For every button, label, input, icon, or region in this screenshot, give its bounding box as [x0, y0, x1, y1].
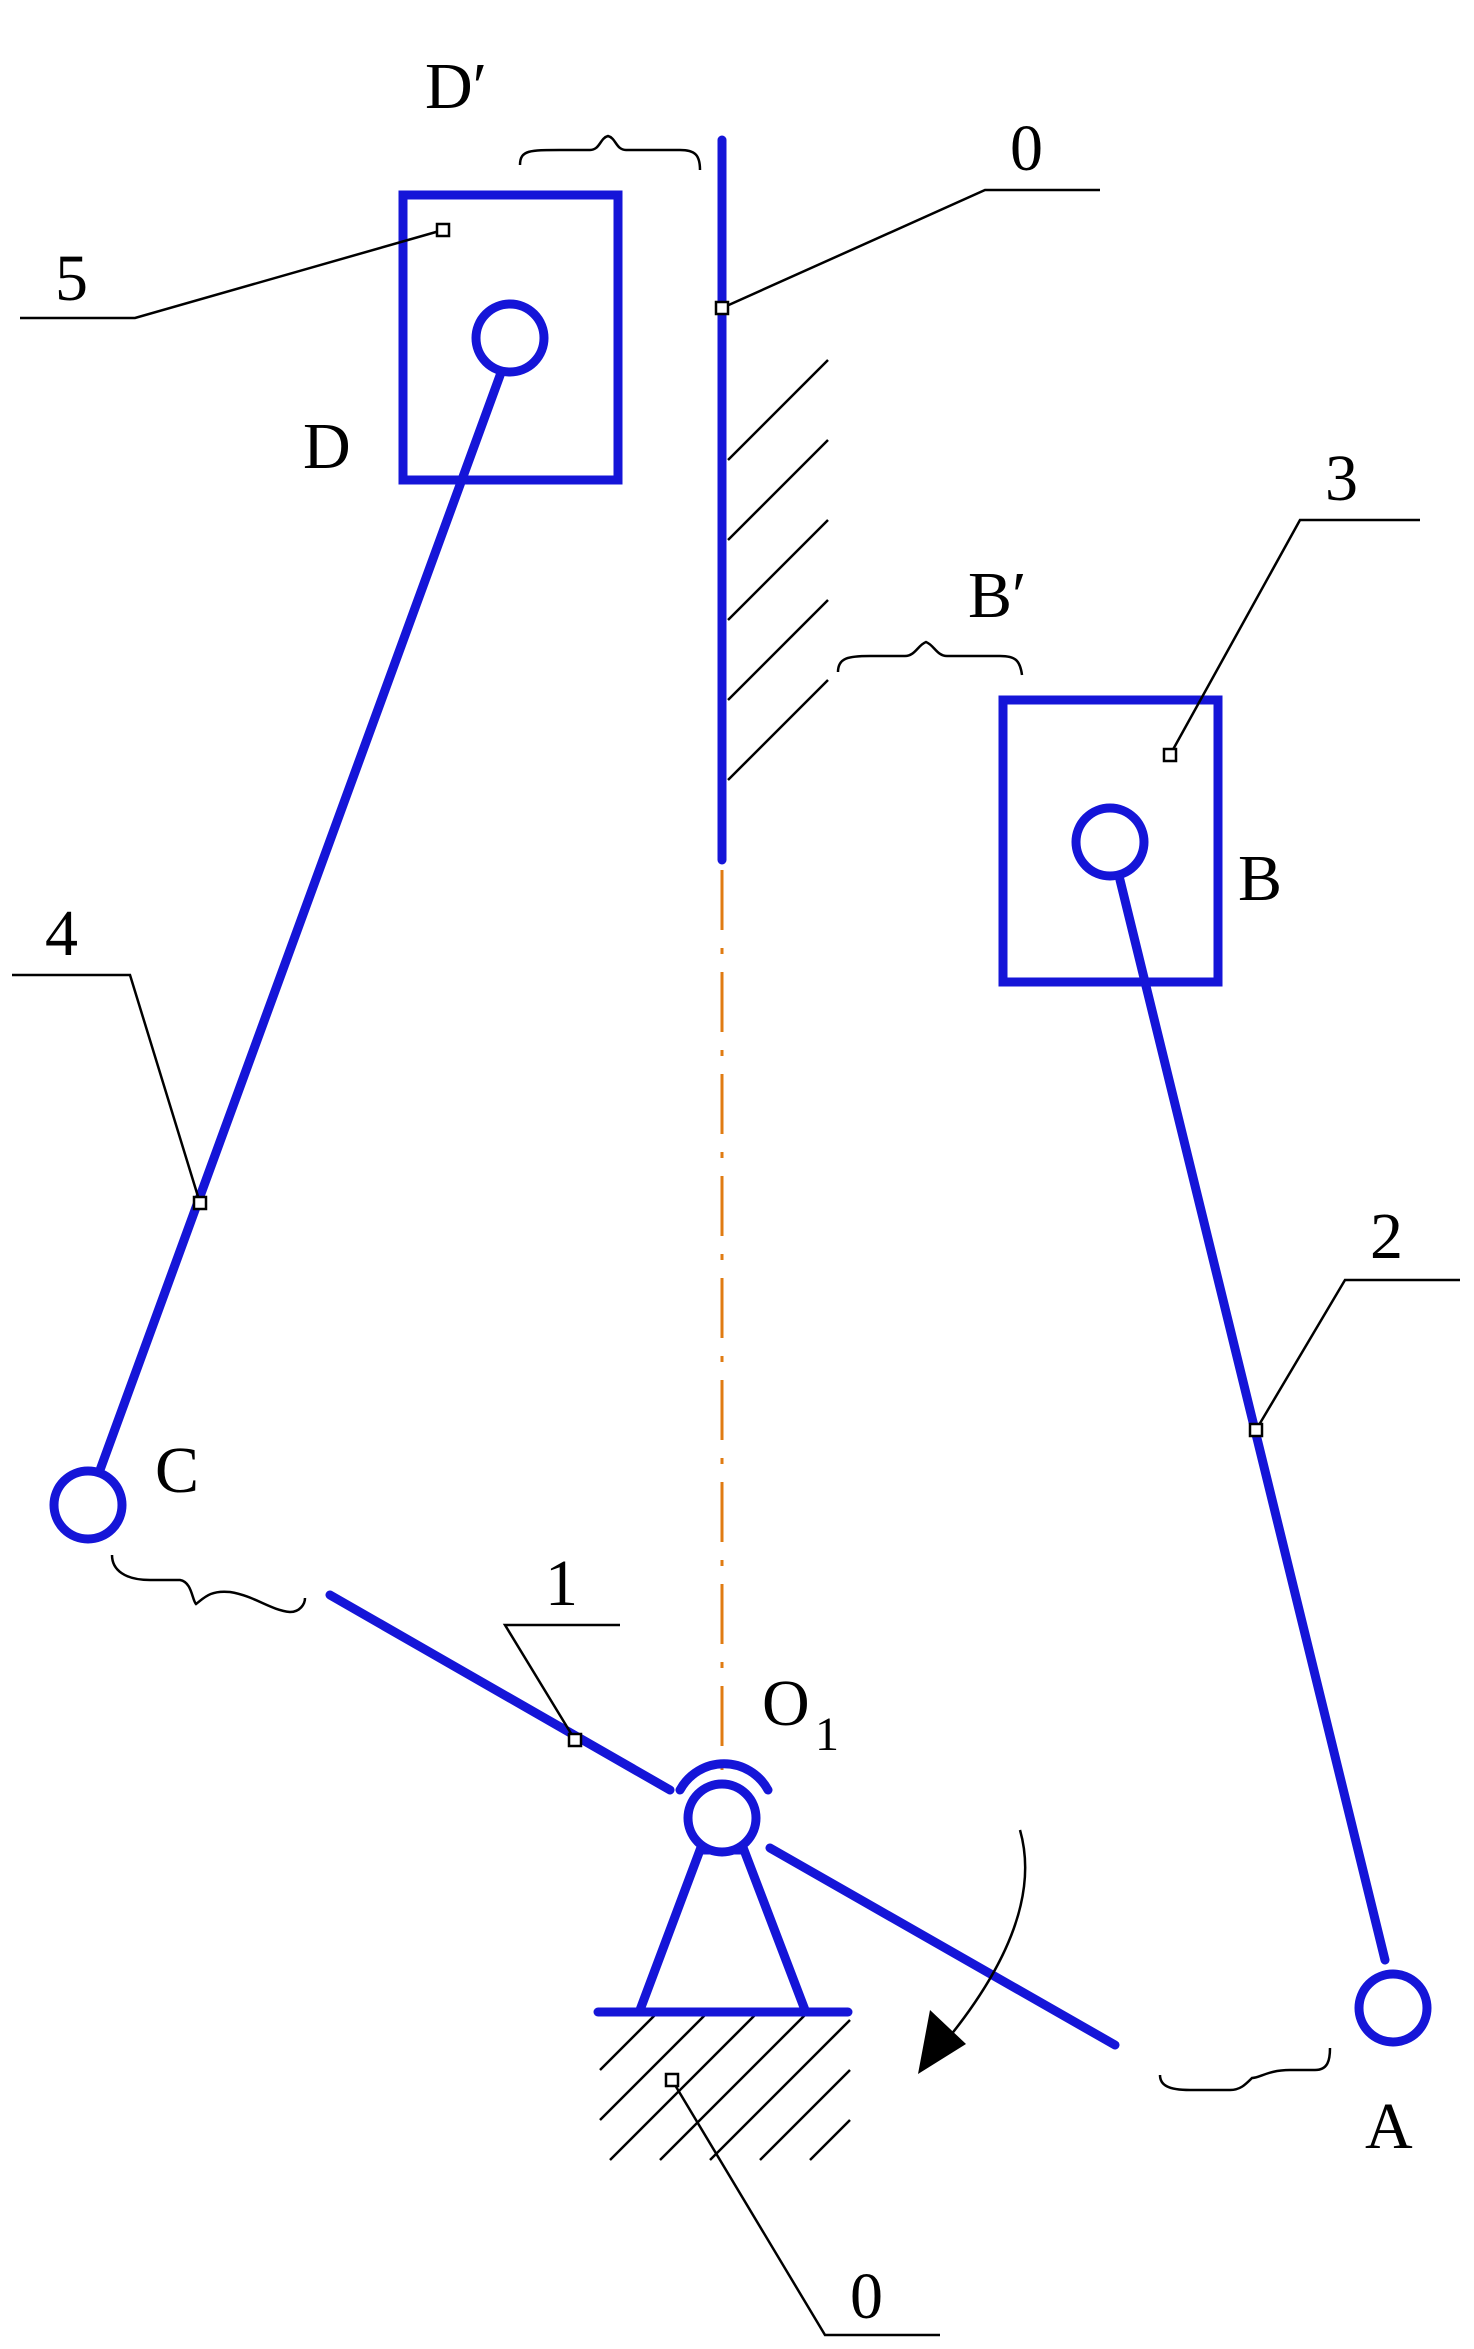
leader-label-frame-bottom: 0 [850, 2260, 883, 2333]
leader-label-slider-3: 3 [1325, 442, 1358, 515]
label-B-prime: B′ [968, 559, 1026, 632]
brace-B-prime [836, 640, 1024, 676]
label-O1-sub: 1 [815, 1708, 839, 1761]
label-O1: O [762, 1667, 810, 1740]
slider-5 [398, 190, 623, 485]
leader-link-4 [12, 973, 202, 1204]
leader-slider-3 [1168, 518, 1420, 756]
label-D-prime: D′ [425, 50, 487, 123]
brace-A [1158, 2047, 1332, 2092]
brace-D-prime [518, 134, 702, 171]
marker-slider-3 [1162, 747, 1178, 763]
marker-link-4 [192, 1195, 208, 1211]
label-A: A [1365, 2090, 1413, 2163]
ground-hatch [599, 2009, 851, 2161]
crank-hub-arc [675, 1759, 773, 1795]
marker-link-2 [1248, 1422, 1264, 1438]
leader-label-link-4: 4 [45, 897, 78, 970]
label-D: D [303, 410, 351, 483]
marker-slider-5 [435, 222, 451, 238]
crank-1-right [765, 1843, 1120, 2050]
crank-1-left [325, 1590, 675, 1795]
link-2 [1115, 875, 1390, 1965]
leader-label-link-2: 2 [1370, 1200, 1403, 1273]
leader-crank-1 [502, 1623, 620, 1741]
marker-frame-top [714, 300, 730, 316]
leader-frame-bottom [670, 2079, 940, 2337]
slider-3 [998, 695, 1223, 987]
joint-A [1354, 1969, 1432, 2047]
marker-crank-1 [567, 1732, 583, 1748]
leader-label-slider-5: 5 [55, 242, 88, 315]
rotation-arrow [929, 1829, 1027, 2061]
marker-frame-bottom [664, 2072, 680, 2088]
rotation-arrowhead [918, 2010, 966, 2074]
frame-guide-hatch [727, 359, 829, 781]
joint-B [1071, 803, 1149, 881]
label-B: B [1238, 842, 1282, 915]
leader-label-frame-top: 0 [1010, 112, 1043, 185]
leader-slider-5 [20, 228, 444, 320]
ground-support [635, 1845, 810, 2015]
joint-O1 [683, 1779, 761, 1857]
leader-link-2 [1254, 1278, 1460, 1431]
joint-C [49, 1466, 127, 1544]
link-4 [95, 365, 507, 1475]
leader-label-crank-1: 1 [545, 1547, 578, 1620]
joint-D [471, 299, 549, 377]
label-C: C [155, 1434, 199, 1507]
leader-frame-top [721, 188, 1100, 310]
brace-C [110, 1554, 307, 1614]
